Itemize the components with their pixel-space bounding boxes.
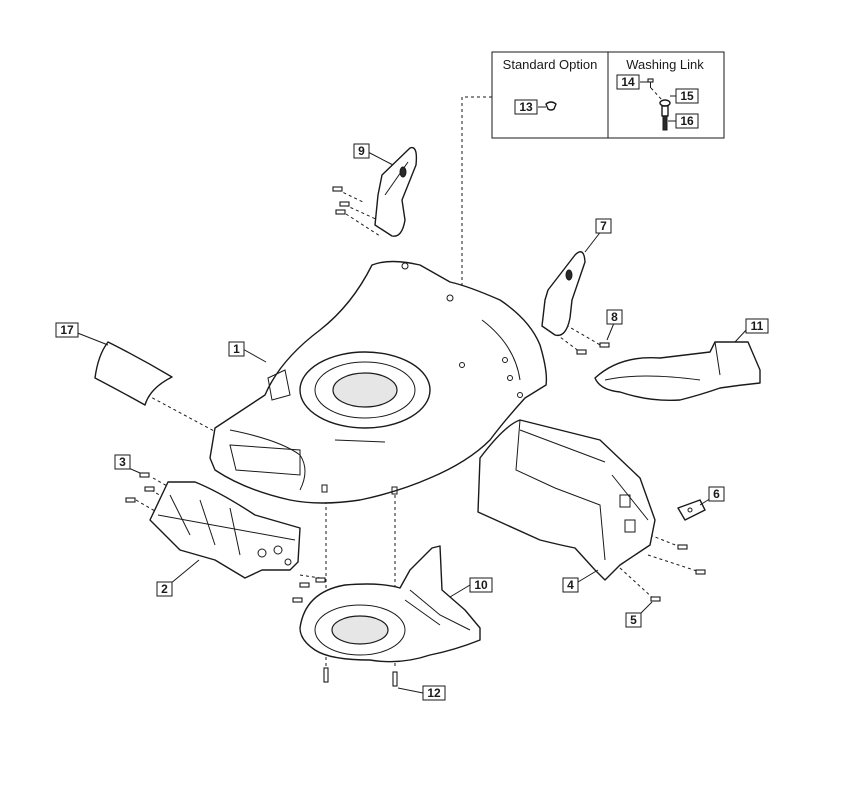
callout-3: 3 xyxy=(114,454,131,470)
callout-15: 15 xyxy=(675,88,699,104)
callout-6-label: 6 xyxy=(713,487,720,501)
callout-10-label: 10 xyxy=(474,578,488,592)
bracket-screws-8 xyxy=(576,342,610,355)
callout-6: 6 xyxy=(708,486,725,502)
baffle-screws xyxy=(323,667,398,687)
callout-8-label: 8 xyxy=(611,310,618,324)
callout-13-label: 13 xyxy=(519,100,533,114)
rear-flap-icon xyxy=(594,341,761,402)
side-bracket-icon xyxy=(541,251,586,337)
callout-17: 17 xyxy=(55,322,79,338)
callout-4-label: 4 xyxy=(567,578,574,592)
callout-16-label: 16 xyxy=(680,114,694,128)
standard-option-header: Standard Option xyxy=(503,57,598,72)
callout-11: 11 xyxy=(745,318,769,334)
washing-link-connector-icon xyxy=(659,95,676,131)
callout-8: 8 xyxy=(606,309,623,325)
upper-bracket-icon xyxy=(374,146,418,237)
callout-1: 1 xyxy=(228,341,245,357)
callout-leaders xyxy=(74,151,749,694)
callout-14: 14 xyxy=(616,74,640,90)
label-icon xyxy=(94,341,173,406)
chute-screws xyxy=(650,544,706,602)
callout-17-label: 17 xyxy=(60,323,74,337)
callout-12: 12 xyxy=(422,685,446,701)
callout-2-label: 2 xyxy=(161,582,168,596)
rear-chute-icon xyxy=(477,419,656,581)
deck-icon xyxy=(209,260,548,504)
callout-14-label: 14 xyxy=(621,75,635,89)
front-guard-icon xyxy=(149,481,301,579)
callout-16: 16 xyxy=(675,113,699,129)
washing-link-header: Washing Link xyxy=(626,57,704,72)
callout-4: 4 xyxy=(562,577,579,593)
washing-link-screw-icon xyxy=(640,78,663,101)
callout-5: 5 xyxy=(625,612,642,628)
callout-2: 2 xyxy=(156,581,173,597)
callout-11-label: 11 xyxy=(751,319,764,333)
callout-1-label: 1 xyxy=(233,342,240,356)
front-guard-screws xyxy=(125,472,326,603)
bracket-screws-9 xyxy=(332,186,350,215)
baffle-icon xyxy=(299,545,481,663)
callout-9-label: 9 xyxy=(358,144,365,158)
callout-13: 13 xyxy=(514,99,538,115)
plug-icon xyxy=(538,101,557,111)
callout-12-label: 12 xyxy=(427,686,441,700)
callout-15-label: 15 xyxy=(680,89,694,103)
clip-icon xyxy=(677,499,706,521)
callout-9: 9 xyxy=(353,143,370,159)
callout-10: 10 xyxy=(469,577,493,593)
callout-3-label: 3 xyxy=(119,455,126,469)
callout-5-label: 5 xyxy=(630,613,637,627)
callout-7: 7 xyxy=(595,218,612,234)
callout-7-label: 7 xyxy=(600,219,607,233)
